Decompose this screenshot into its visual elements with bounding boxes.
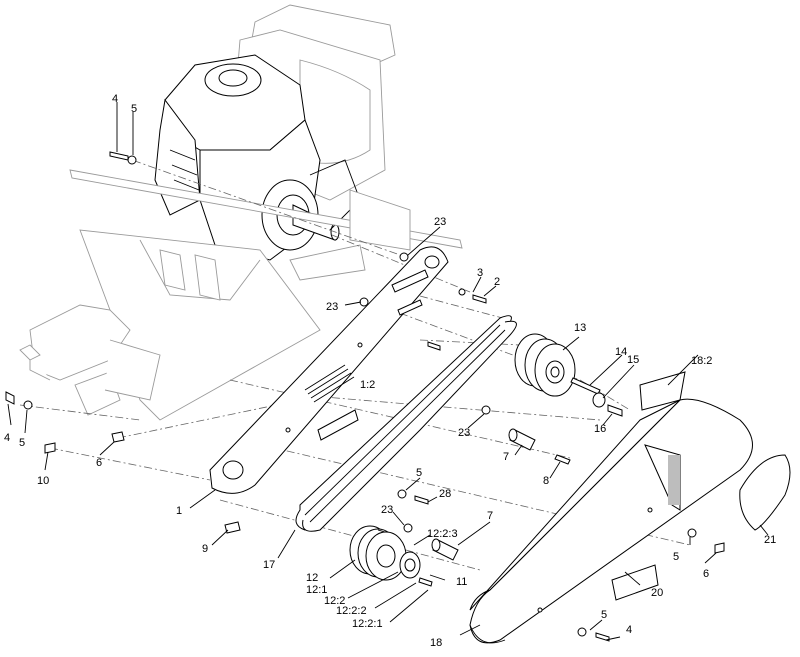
callout-1: 1 xyxy=(176,505,182,517)
engine-pulley xyxy=(514,333,576,397)
callout-5-left: 5 xyxy=(19,437,25,449)
callout-23-lower: 23 xyxy=(381,504,393,516)
callout-10: 10 xyxy=(37,475,49,487)
callout-20: 20 xyxy=(651,587,663,599)
callout-9: 9 xyxy=(202,543,208,555)
callout-12: 12 xyxy=(306,572,318,584)
callout-15: 15 xyxy=(627,354,639,366)
callout-4-bottom: 4 xyxy=(626,624,632,636)
key-washer-bolt xyxy=(570,377,623,417)
callout-5-bottom: 5 xyxy=(601,609,607,621)
callout-2: 2 xyxy=(494,276,500,288)
callout-18-2: 18:2 xyxy=(691,355,712,367)
callout-12-2-1: 12:2:1 xyxy=(352,618,383,630)
callout-7-lower: 7 xyxy=(487,510,493,522)
callout-23-mid: 23 xyxy=(458,427,470,439)
callout-18: 18 xyxy=(430,637,442,649)
callout-12-2: 12:2 xyxy=(324,595,345,607)
frame xyxy=(19,169,463,421)
callout-21: 21 xyxy=(764,534,776,546)
decals xyxy=(611,371,791,601)
hardware xyxy=(5,151,725,642)
callout-12-2-2: 12:2:2 xyxy=(336,605,367,617)
callout-17: 17 xyxy=(263,559,275,571)
callout-8: 8 xyxy=(543,475,549,487)
callout-5-mid: 5 xyxy=(416,467,422,479)
callout-13: 13 xyxy=(574,322,586,334)
callout-11: 11 xyxy=(456,576,467,588)
callout-labels: 1 1:2 2 3 4 4 4 5 5 5 5 5 6 6 7 7 8 9 10… xyxy=(4,93,776,649)
belt-cover xyxy=(469,398,753,644)
callout-5-right: 5 xyxy=(673,551,679,563)
callout-1-2: 1:2 xyxy=(360,379,375,391)
callout-16: 16 xyxy=(594,423,606,435)
leader-lines xyxy=(7,102,769,641)
callout-4-left: 4 xyxy=(4,432,10,444)
engine xyxy=(154,4,396,261)
callout-14: 14 xyxy=(615,346,627,358)
callout-3: 3 xyxy=(477,267,483,279)
driven-pulley xyxy=(349,525,433,587)
callout-12-2-3: 12:2:3 xyxy=(427,528,458,540)
callout-28: 28 xyxy=(439,488,451,500)
callout-23-left: 23 xyxy=(326,301,338,313)
callout-7-upper: 7 xyxy=(503,451,509,463)
drive-belt xyxy=(295,315,517,532)
callout-5-top: 5 xyxy=(131,103,137,115)
callout-12-1: 12:1 xyxy=(306,584,327,596)
callout-6-right: 6 xyxy=(703,568,709,580)
callout-4-top: 4 xyxy=(112,93,118,105)
callout-6-left: 6 xyxy=(96,457,102,469)
belt-guard-plate xyxy=(209,246,449,494)
callout-23-top: 23 xyxy=(434,216,446,228)
spacer-tubes xyxy=(431,428,571,561)
